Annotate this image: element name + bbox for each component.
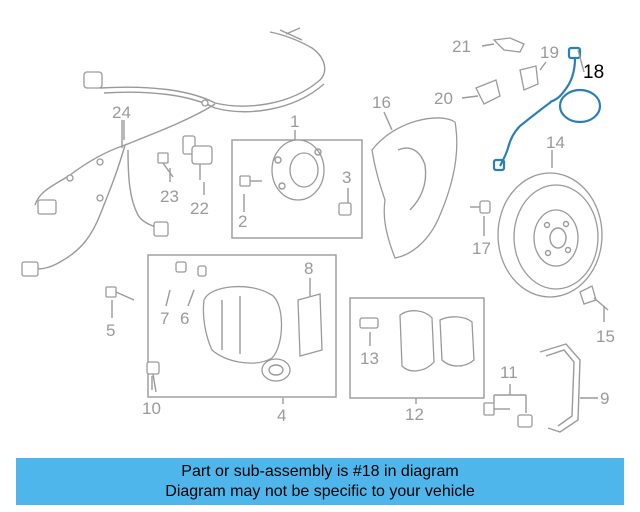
callout-9: 9 bbox=[600, 389, 609, 408]
callout-13: 13 bbox=[360, 349, 379, 368]
bolt-part bbox=[157, 152, 174, 178]
callout-15: 15 bbox=[596, 327, 615, 346]
banner-line-disclaimer: Diagram may not be specific to your vehi… bbox=[165, 482, 475, 500]
callout-16: 16 bbox=[372, 93, 391, 112]
callout-10: 10 bbox=[142, 399, 161, 418]
callout-22: 22 bbox=[190, 199, 209, 218]
brake-pads-part bbox=[349, 297, 485, 399]
speed-sensor-wire-highlighted bbox=[492, 46, 602, 172]
callout-14: 14 bbox=[546, 133, 565, 152]
bracket-part bbox=[475, 37, 539, 105]
hub-bearing-part bbox=[231, 139, 363, 239]
rotor-screw-part bbox=[579, 285, 609, 311]
spring-clip-part bbox=[539, 343, 581, 433]
callout-19: 19 bbox=[540, 43, 559, 62]
callout-12: 12 bbox=[405, 405, 424, 424]
caliper-bolt-part bbox=[105, 286, 160, 393]
guide-bolt-part bbox=[483, 402, 533, 428]
callout-2: 2 bbox=[238, 212, 247, 231]
shield-bolt-part bbox=[470, 200, 491, 214]
callout-20: 20 bbox=[434, 89, 453, 108]
callout-17: 17 bbox=[472, 239, 491, 258]
parts-diagram: 1 2 3 4 5 6 7 8 9 10 11 12 13 14 15 16 1… bbox=[21, 27, 615, 433]
brake-rotor-part bbox=[497, 172, 603, 298]
sensor-part bbox=[182, 135, 213, 180]
callout-11: 11 bbox=[500, 363, 518, 382]
callout-8: 8 bbox=[304, 259, 313, 278]
callout-21: 21 bbox=[452, 37, 471, 56]
callout-3: 3 bbox=[342, 168, 351, 187]
callout-lines bbox=[111, 43, 605, 413]
banner-line-part: Part or sub-assembly is #18 in diagram bbox=[181, 462, 459, 480]
callout-24: 24 bbox=[112, 103, 131, 122]
info-banner: Part or sub-assembly is #18 in diagram D… bbox=[16, 458, 624, 505]
splash-shield-part bbox=[371, 117, 458, 259]
callout-6: 6 bbox=[180, 309, 189, 328]
callout-labels: 1 2 3 4 5 6 7 8 9 10 11 12 13 14 15 16 1… bbox=[106, 37, 615, 425]
callout-18: 18 bbox=[583, 62, 604, 83]
caliper-part bbox=[147, 254, 337, 398]
callout-7: 7 bbox=[160, 309, 169, 328]
callout-5: 5 bbox=[106, 321, 115, 340]
callout-4: 4 bbox=[277, 406, 286, 425]
callout-23: 23 bbox=[160, 187, 179, 206]
wiring-harness-part bbox=[21, 27, 326, 277]
callout-1: 1 bbox=[290, 112, 299, 131]
